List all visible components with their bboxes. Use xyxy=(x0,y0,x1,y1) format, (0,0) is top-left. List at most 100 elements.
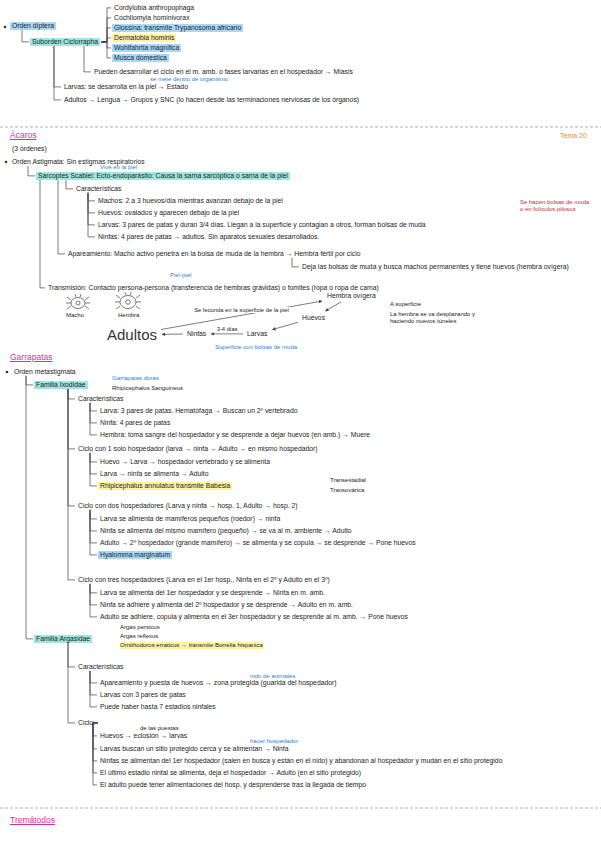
species-item: Glossina: transmite Trypanosoma africano xyxy=(112,24,243,32)
note-label: La hembra se va desplazando y haciendo n… xyxy=(390,311,500,325)
tree-connector xyxy=(88,193,95,213)
node-text: Larva se alimenta del 1er hospedador y s… xyxy=(100,589,325,596)
trait-item: Huevo → Larva → hospedador vertebrado y … xyxy=(98,458,272,466)
trait-item: Adulto → 2º hospedador (grande mamífero)… xyxy=(98,539,418,547)
note-label: Transovárica xyxy=(330,487,364,494)
tree-connector xyxy=(54,46,61,100)
node-text: Glossina: transmite Trypanosoma africano xyxy=(114,24,241,31)
node-text: Sarcoptes Scabiei: Ecto-endoparásito: Ca… xyxy=(38,172,288,179)
node-text: (3 órdenes) xyxy=(12,145,47,152)
tree-connector xyxy=(90,510,97,555)
label-text: Ornithodoros erraticus → transmite Borre… xyxy=(120,642,263,648)
bullet-dot xyxy=(6,371,9,374)
node-text: Ninfa se adhiere y alimenta del 2º hospe… xyxy=(100,601,353,608)
node-text: Ciclo: xyxy=(78,719,95,726)
label-text: Garrapatas duras xyxy=(112,375,159,381)
cycle-stage: Huevos xyxy=(300,314,327,322)
trait-item: Larva → ninfa se alimenta → Adulto xyxy=(98,470,210,478)
tree-connector xyxy=(26,376,33,385)
node-text: Ninfas se alimentan del 1er hospedador (… xyxy=(100,757,502,764)
node-text: Ciclo con dos hospedadores (Larva y ninf… xyxy=(78,502,298,509)
tree-connector xyxy=(40,180,45,288)
node-text: Transmisión: Contacto persona-persona (t… xyxy=(48,284,379,291)
tree-connector xyxy=(66,180,73,189)
tree-connector xyxy=(68,389,75,399)
note-label: Se hacen bolsas de muda o en folículos p… xyxy=(520,199,590,213)
cycle-heading: Ciclo con tres hospedadores (Larva en el… xyxy=(76,576,332,584)
label-text: Macho xyxy=(66,312,84,318)
tree-connector xyxy=(90,510,97,543)
note-line: Adultos → Lengua → Grupos y SNC (lo hace… xyxy=(62,96,361,104)
label-text: Transestadial xyxy=(330,477,366,483)
note-line: (3 órdenes) xyxy=(10,145,49,153)
tree-connector xyxy=(90,584,97,593)
tree-connector xyxy=(101,38,111,42)
cycle-arrow xyxy=(211,333,243,334)
tree-connector xyxy=(54,46,61,87)
node-text: Larvas buscan un sitio protegido cerca y… xyxy=(100,745,289,752)
subheading: Características xyxy=(76,395,125,403)
note-label: Argas reflexus xyxy=(120,633,158,640)
node-text: Ninfa se alimenta del mismo mamífero (pe… xyxy=(100,527,352,534)
node-text: El último estadio ninfal se alimenta, de… xyxy=(100,769,361,776)
node-text: Huevos → eclosión → larvas xyxy=(100,732,187,739)
tree-connector xyxy=(93,723,98,773)
tree-connector xyxy=(90,403,97,435)
note-label: Vive en la piel xyxy=(100,164,137,171)
node-text: El adulto puede tener alimentaciones del… xyxy=(100,781,366,788)
trait-item: Apareamiento y puesta de huevos → zona p… xyxy=(98,679,339,687)
tree-connector xyxy=(68,389,75,580)
node-text: Huevos xyxy=(302,314,325,321)
trait-item: El último estadio ninfal se alimenta, de… xyxy=(98,769,363,777)
note-label: hacer hospedador xyxy=(250,738,298,745)
family-box: Familia Ixodidae xyxy=(34,381,88,389)
note-line: Pueden desarrollar el ciclo en el m. amb… xyxy=(92,68,355,76)
node-text: Ninfas xyxy=(187,330,206,337)
note-label: Transestadial xyxy=(330,477,366,484)
edge-label: Se fecunda en la superficie de la piel xyxy=(193,307,290,313)
trait-item: Huevos → eclosión → larvas xyxy=(98,732,189,740)
label-text: hacer hospedador xyxy=(250,738,298,744)
subheading: Características xyxy=(76,663,125,671)
tree-connector xyxy=(90,671,97,683)
node-text: Orden Astigmata: Sin estigmas respirator… xyxy=(12,158,145,165)
node-text: Dermatobia hominis xyxy=(114,34,174,41)
trait-item: Puede haber hasta 7 estadios ninfales xyxy=(98,703,218,711)
trait-item: Ninfa: 4 pares de patas xyxy=(98,419,172,427)
section-heading: Garrapatas xyxy=(8,353,55,363)
tree-connector xyxy=(93,723,98,761)
node-text: Ciclo con 1 solo hospedador (larva → nin… xyxy=(78,445,318,452)
label-text: Hembra xyxy=(118,312,139,318)
tree-connector xyxy=(101,42,111,48)
tree-connector xyxy=(292,258,299,267)
tree-connector xyxy=(88,193,95,225)
trait-item: Rhipicephalus annulatus transmite Babesi… xyxy=(98,482,232,490)
label-text: Tema 20 xyxy=(560,132,587,139)
note-line: Transmisión: Contacto persona-persona (t… xyxy=(46,284,381,292)
label-text: La hembra se va desplazando y haciendo n… xyxy=(390,311,475,324)
node-text: Rhipicephalus annulatus transmite Babesi… xyxy=(100,482,230,489)
tree-connector xyxy=(22,30,29,42)
node-text: Machos: 2 a 3 huevos/día mientras avanza… xyxy=(98,197,283,204)
note-label: Garrapatas duras xyxy=(112,375,159,382)
node-text: Larva: 3 pares de patas. Hematófaga → Bu… xyxy=(100,407,297,414)
node-text: Cochliomyia hominivorax xyxy=(114,14,190,21)
section-divider xyxy=(0,808,601,809)
edge-label: 3-4 días xyxy=(216,326,239,332)
cycle-arrow xyxy=(325,302,341,311)
bullet-dot xyxy=(4,26,7,29)
tree-connector xyxy=(90,453,97,486)
tree-connector xyxy=(58,180,65,254)
node-text: Características xyxy=(78,663,123,670)
note-line: Larvas: se desarrolla en la piel → Estad… xyxy=(62,83,190,91)
tree-connector xyxy=(90,403,97,411)
trait-item: Machos: 2 a 3 huevos/día mientras avanza… xyxy=(96,197,285,205)
node-text: Orden metastigmata xyxy=(14,368,76,375)
node-text: Características xyxy=(76,185,121,192)
species-item: Wohlfahrtia magnifica xyxy=(112,44,181,52)
trait-item: Larvas buscan un sitio protegido cerca y… xyxy=(98,745,291,753)
note-label: Ornithodoros erraticus → transmite Borre… xyxy=(120,642,263,649)
note-label: se mete dentro de organismo xyxy=(150,76,228,83)
note-label: Tema 20 xyxy=(560,132,587,140)
